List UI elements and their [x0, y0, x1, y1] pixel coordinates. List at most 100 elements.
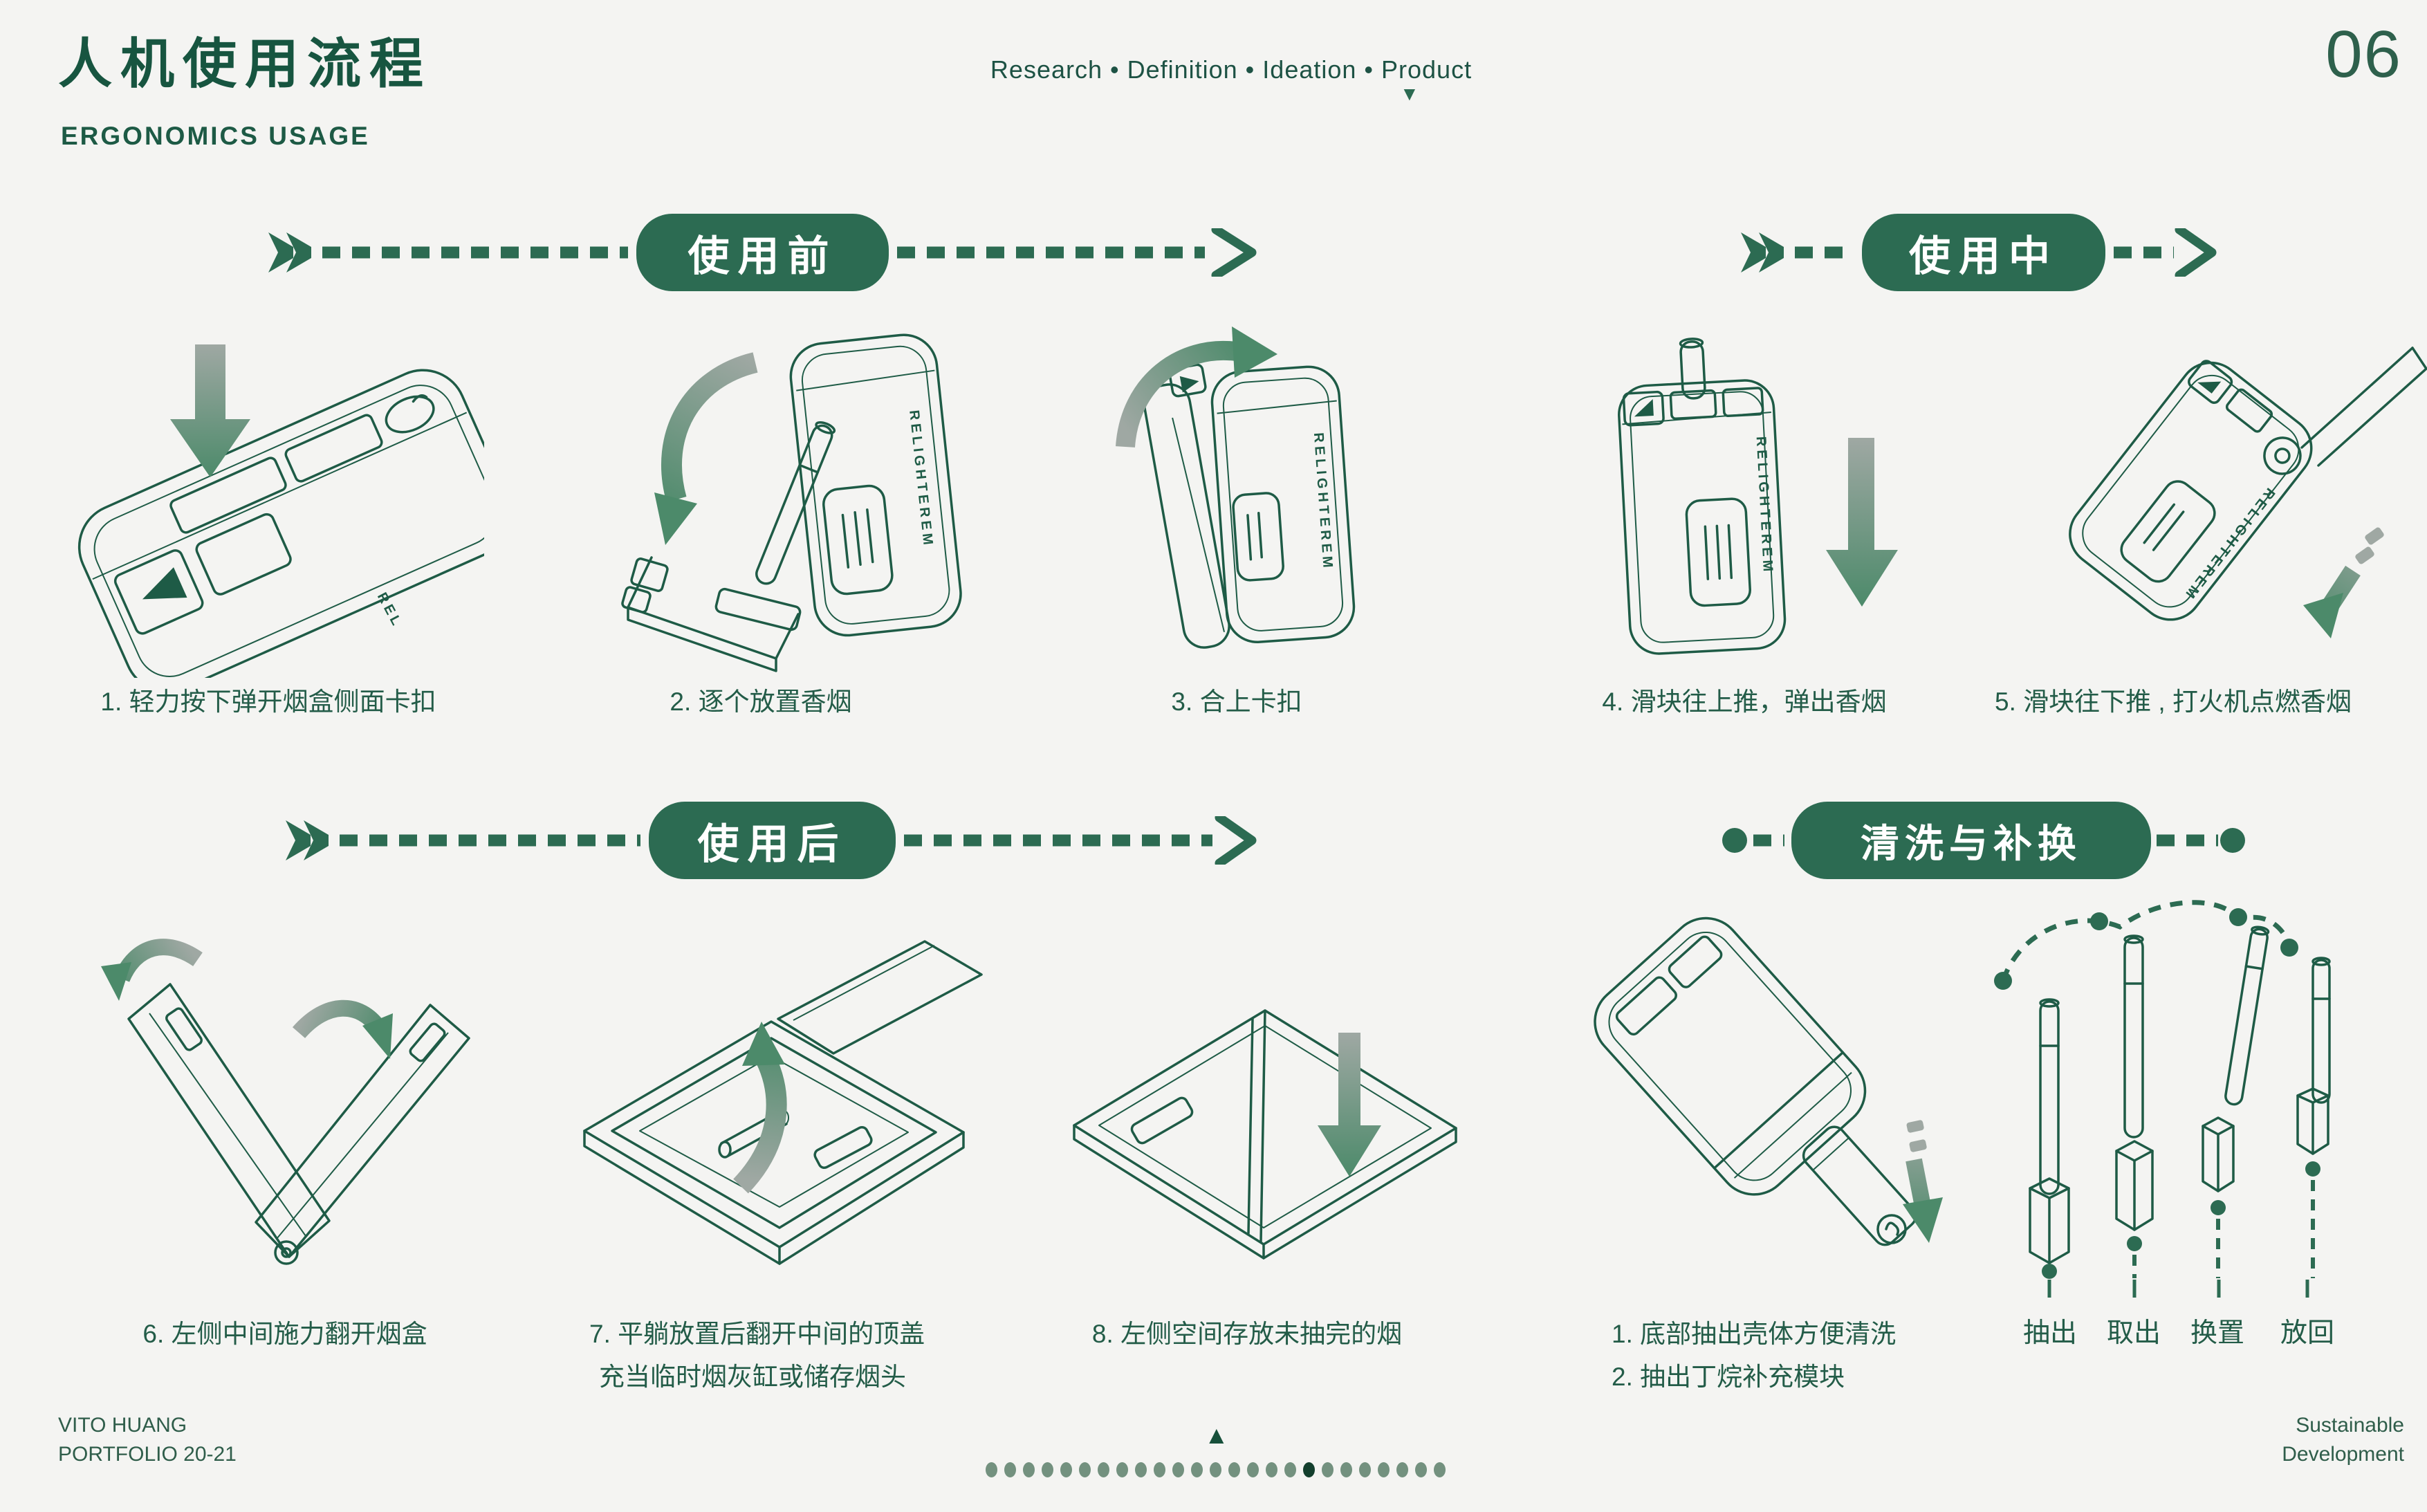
arrow-tail-icon	[286, 820, 329, 860]
slide-down-arrow-icon	[1826, 438, 1898, 607]
footer-author-name: VITO HUANG	[58, 1414, 187, 1437]
progress-dots[interactable]	[986, 1462, 1446, 1477]
curved-arrow-icon	[1116, 326, 1277, 448]
flame-icon	[1876, 1214, 1907, 1244]
illustration-step-3: RELIGHTEREM	[1076, 311, 1401, 681]
progress-dot[interactable]	[1079, 1462, 1091, 1477]
before-use-arrow-line	[268, 228, 1257, 277]
page-title: 人机使用流程	[58, 33, 432, 94]
action-label: 取出	[2106, 1318, 2161, 1348]
progress-dot[interactable]	[1023, 1462, 1035, 1477]
step-caption: 3. 合上卡扣	[1171, 688, 1302, 716]
illustration-step-6	[83, 916, 498, 1290]
illustration-step-1: REL	[76, 325, 513, 693]
progress-dot[interactable]	[1266, 1462, 1277, 1477]
curved-arrow-icon	[733, 1022, 787, 1194]
case-line-art: RELIGHTEREM	[1618, 338, 1898, 655]
progress-dot[interactable]	[1396, 1462, 1408, 1477]
cigarette-line-art	[2300, 347, 2427, 467]
progress-dot[interactable]	[1359, 1462, 1371, 1477]
section-pill-clean-refill[interactable]: 清洗与补换	[1791, 802, 2151, 879]
progress-dot[interactable]	[1322, 1462, 1334, 1477]
progress-dot[interactable]	[1116, 1462, 1128, 1477]
action-tick	[2305, 1280, 2309, 1298]
progress-dot[interactable]	[1098, 1462, 1109, 1477]
progress-dot[interactable]	[1210, 1462, 1221, 1477]
light-arrow-icon	[2303, 527, 2384, 638]
illustration-step-5: RELIGHTEREM	[2033, 335, 2427, 674]
process-breadcrumb[interactable]: Research • Definition • Ideation • Produ…	[990, 55, 1473, 84]
action-tick	[2217, 1280, 2221, 1298]
cigarette-line-art	[755, 421, 836, 585]
process-marker-icon: ▼	[1400, 83, 1419, 104]
line-end-dot	[2220, 828, 2245, 853]
progress-dot[interactable]	[1042, 1462, 1053, 1477]
progress-dot-active[interactable]	[1303, 1462, 1315, 1477]
progress-dot[interactable]	[1060, 1462, 1072, 1477]
case-shell-line-art	[1594, 916, 1867, 1196]
curved-arrow-icon	[654, 352, 758, 545]
press-down-arrow-icon	[170, 344, 250, 477]
arrow-tail-icon	[1741, 232, 1784, 273]
progress-dot[interactable]	[986, 1462, 997, 1477]
section-pill-in-use[interactable]: 使用中	[1862, 214, 2105, 291]
footer-author: VITO HUANG PORTFOLIO 20-21	[58, 1411, 237, 1469]
cigarette-line-art	[1679, 338, 1706, 400]
step-caption: 2. 抽出丁烷补充模块	[1612, 1363, 1845, 1391]
curved-arrow-icon	[292, 999, 393, 1059]
step-caption: 1. 轻力按下弹开烟盒侧面卡扣	[100, 688, 436, 716]
cigarette-swapped	[2202, 925, 2270, 1192]
case-line-art	[1594, 916, 1943, 1246]
progress-dot[interactable]	[1135, 1462, 1147, 1477]
illustration-step-8	[1041, 916, 1484, 1290]
case-line-art	[101, 939, 470, 1265]
open-case-line-art	[127, 983, 470, 1265]
step-caption: 7. 平躺放置后翻开中间的顶盖	[589, 1320, 925, 1348]
progress-dot[interactable]	[1284, 1462, 1296, 1477]
case-line-art: RELIGHTEREM	[621, 333, 962, 672]
illustration-step-7	[543, 916, 996, 1290]
leader-lines	[2042, 1161, 2320, 1279]
page-subtitle: ERGONOMICS USAGE	[61, 122, 370, 150]
progress-dot[interactable]	[1154, 1462, 1165, 1477]
progress-dot[interactable]	[1415, 1462, 1427, 1477]
case-line-art: RELIGHTEREM	[1116, 326, 1356, 649]
progress-dot[interactable]	[1191, 1462, 1203, 1477]
case-line-art	[1073, 1009, 1457, 1260]
case-line-art: RELIGHTEREM	[2069, 347, 2427, 638]
open-flap-line-art	[621, 556, 802, 672]
action-tick	[2132, 1280, 2137, 1298]
open-flat-case-line-art	[1073, 1009, 1457, 1260]
pull-out-arrow-icon	[1903, 1120, 1943, 1243]
brand-label: RELIGHTEREM	[906, 409, 936, 549]
footer-theme-line2: Development	[2282, 1443, 2404, 1466]
arrow-head-icon	[2175, 228, 2217, 277]
progress-dot[interactable]	[1004, 1462, 1016, 1477]
progress-dot[interactable]	[1434, 1462, 1446, 1477]
open-box-line-art	[583, 940, 983, 1265]
step-caption: 充当临时烟灰缸或储存烟头	[599, 1363, 906, 1391]
progress-dot[interactable]	[1378, 1462, 1390, 1477]
step-caption: 4. 滑块往上推，弹出香烟	[1602, 688, 1887, 716]
butane-module-line-art	[1802, 1125, 1917, 1246]
action-label: 抽出	[2022, 1318, 2078, 1348]
section-pill-after-use[interactable]: 使用后	[649, 802, 896, 879]
footer-theme: Sustainable Development	[2282, 1411, 2404, 1469]
illustration-cleaning	[1567, 916, 1961, 1290]
progress-dot[interactable]	[1228, 1462, 1240, 1477]
line-end-dot	[1722, 828, 1747, 853]
dashed-arc-path	[1994, 900, 2298, 990]
section-pill-before-use[interactable]: 使用前	[636, 214, 889, 291]
arrow-head-icon	[1215, 816, 1257, 865]
progress-dot[interactable]	[1247, 1462, 1259, 1477]
progress-dot[interactable]	[1340, 1462, 1352, 1477]
progress-dot[interactable]	[1172, 1462, 1184, 1477]
step-caption: 5. 滑块往下推 , 打火机点燃香烟	[1995, 688, 2352, 716]
step-caption: 6. 左侧中间施力翻开烟盒	[142, 1320, 427, 1348]
store-down-arrow-icon	[1318, 1033, 1381, 1177]
cigarette-actions-line-art	[1994, 900, 2331, 1279]
action-tick	[2047, 1280, 2051, 1298]
after-use-arrow-line	[286, 816, 1257, 865]
arrow-tail-icon	[268, 232, 311, 273]
